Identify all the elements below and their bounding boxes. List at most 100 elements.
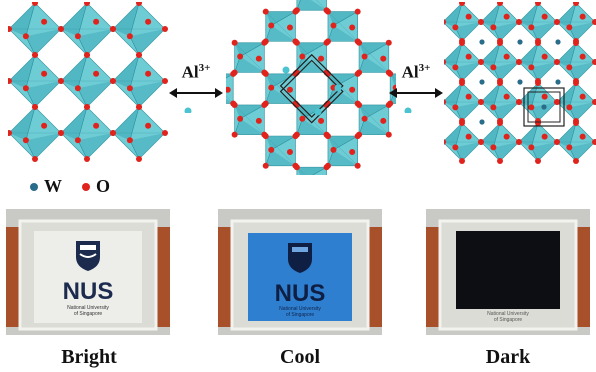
octahedron <box>556 2 596 42</box>
oxygen-atom <box>459 80 465 86</box>
oxygen-atom <box>516 99 522 105</box>
oxygen-atom <box>452 64 459 71</box>
oxygen-atom <box>292 133 299 140</box>
oxygen-atom <box>286 24 293 31</box>
oxygen-atom <box>237 115 244 122</box>
oxygen-atom <box>299 53 306 60</box>
oxygen-atom <box>356 39 363 46</box>
nus-logo-text: NUS <box>275 280 326 307</box>
oxygen-atom <box>32 156 38 162</box>
tungsten-dot-icon <box>30 182 38 191</box>
octahedron <box>480 2 520 42</box>
tungsten-atom <box>517 79 523 85</box>
nus-subtitle-1: National University <box>279 306 321 312</box>
oxygen-atom <box>579 93 586 100</box>
oxygen-atom <box>110 78 116 84</box>
oxygen-atom <box>330 146 337 153</box>
octahedron <box>112 106 166 160</box>
oxygen-atom <box>58 26 64 32</box>
octahedron <box>480 122 520 162</box>
oxygen-atom <box>459 120 465 126</box>
oxygen-atom <box>323 164 330 171</box>
oxygen-atom <box>349 148 356 155</box>
oxygen-atom <box>32 104 38 110</box>
oxygen-atom <box>541 13 548 20</box>
oxygen-atom <box>516 19 522 25</box>
oxygen-atom <box>58 78 64 84</box>
octahedron <box>8 54 62 108</box>
oxygen-atom <box>503 133 510 140</box>
al-ion-dot <box>334 84 342 92</box>
oxygen-atom <box>354 162 361 169</box>
nus-logo-text: NUS <box>63 278 114 305</box>
oxygen-atom <box>41 18 48 25</box>
octahedron <box>358 104 390 136</box>
oxygen-atom <box>74 137 81 144</box>
al-ion-dot <box>282 66 290 74</box>
oxygen-atom <box>93 70 100 77</box>
caption-cool: Cool <box>280 346 320 368</box>
oxygen-atom <box>573 80 579 86</box>
oxygen-atom <box>592 19 596 25</box>
oxygen-atom <box>478 99 484 105</box>
al-ion-label-1: Al3+ <box>181 62 211 82</box>
oxygen-atom <box>490 104 497 111</box>
oxygen-atom <box>84 2 90 6</box>
octahedron <box>444 122 482 162</box>
tungsten-atom <box>517 39 523 45</box>
oxygen-atom <box>592 59 596 65</box>
oxygen-atom <box>84 104 90 110</box>
wo3-lattice-middle <box>226 0 396 175</box>
oxygen-atom <box>592 99 596 105</box>
oxygen-atom <box>380 55 387 62</box>
oxygen-atom <box>162 26 168 32</box>
octahedron <box>112 2 166 56</box>
oxygen-atom <box>528 64 535 71</box>
oxygen-atom <box>573 2 579 6</box>
oxygen-atom <box>237 53 244 60</box>
octahedron <box>518 2 558 42</box>
octahedron <box>296 166 327 175</box>
oxygen-atom <box>8 78 12 84</box>
legend-w-label: W <box>44 176 62 196</box>
oxygen-atom <box>268 22 275 29</box>
octahedron <box>444 42 482 82</box>
oxygen-atom <box>162 78 168 84</box>
nus-subtitle-2: of Singapore <box>494 317 523 323</box>
oxygen-atom <box>465 13 472 20</box>
oxygen-atom <box>535 80 541 86</box>
oxygen-atom <box>490 144 497 151</box>
octahedron <box>358 42 390 73</box>
oxygen-atom <box>41 70 48 77</box>
oxygen-atom <box>230 70 237 77</box>
oxygen-atom <box>385 39 392 46</box>
oxygen-atom <box>465 53 472 60</box>
oxygen-atom <box>262 162 269 169</box>
octahedron <box>556 122 596 162</box>
oxygen-atom <box>478 19 484 25</box>
oxygen-atom <box>292 8 299 15</box>
oxygen-atom <box>497 158 503 164</box>
octahedron <box>234 104 265 136</box>
oxygen-atom <box>528 144 535 151</box>
unit-cell-frame-inner <box>527 91 561 123</box>
oxygen-atom <box>573 158 579 164</box>
octahedron <box>327 11 359 42</box>
oxygen-atom <box>299 115 306 122</box>
nus-subtitle-1: National University <box>67 305 109 311</box>
tilted-lattice <box>226 0 396 175</box>
oxygen-atom <box>465 133 472 140</box>
oxygen-atom <box>41 122 48 129</box>
legend-o-label: O <box>96 176 111 196</box>
oxygen-atom <box>478 139 484 145</box>
oxygen-atom <box>231 39 238 46</box>
oxygen-atom <box>136 156 142 162</box>
oxygen-atom <box>497 80 503 86</box>
oxygen-atom <box>459 40 465 46</box>
oxygen-atom <box>32 52 38 58</box>
oxygen-atom <box>58 130 64 136</box>
octahedron <box>556 42 596 82</box>
oxygen-atom <box>503 13 510 20</box>
oxygen-atom <box>262 8 269 15</box>
oxygen-atom <box>84 52 90 58</box>
